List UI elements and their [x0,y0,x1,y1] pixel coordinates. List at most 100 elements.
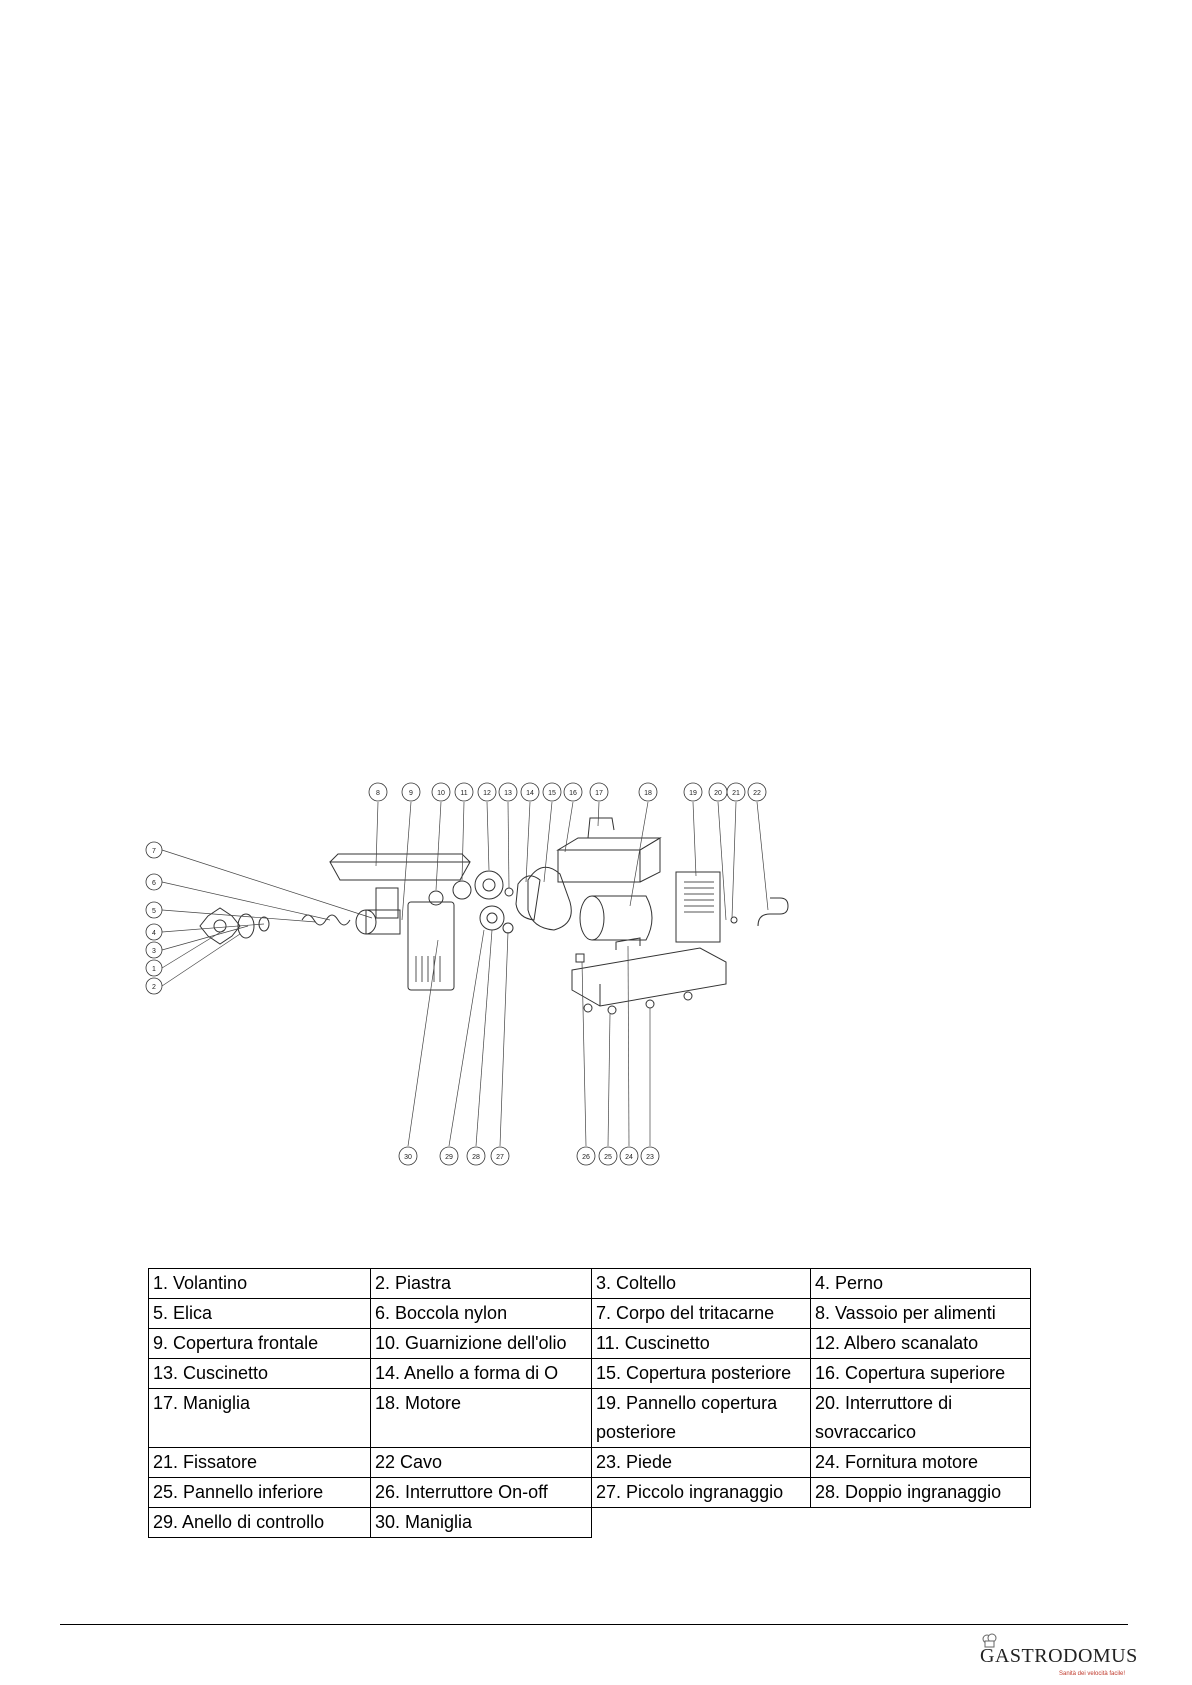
callout-label: 28 [472,1154,480,1161]
callout-circle [431,782,451,802]
callout-circle [598,1146,618,1166]
table-cell: 4. Perno [810,1268,1031,1299]
table-cell: 16. Copertura superiore [810,1358,1031,1389]
table-cell: 7. Corpo del tritacarne [591,1298,811,1329]
callout-circle [454,782,474,802]
meat-grinder-exploded-view: 8 9 10 11 12 13 14 15 16 17 18 19 20 21 … [145,782,789,1166]
table-cell: 1. Volantino [148,1268,371,1299]
table-cell: 10. Guarnizione dell'olio [370,1328,592,1359]
table-row: 17. Maniglia 18. Motore 19. Pannello cop… [148,1388,1031,1448]
callout-label: 14 [526,790,534,797]
callout-circle [747,782,767,802]
bottom-panel-shape [571,947,727,1007]
food-tray-shape [329,861,471,881]
callout-label: 10 [437,790,445,797]
callout-label: 27 [496,1154,504,1161]
callout-circle [145,977,163,995]
callout-circle [498,782,518,802]
callout-circle [145,923,163,941]
callout-circle [576,1146,596,1166]
table-cell: 6. Boccola nylon [370,1298,592,1329]
callout-label: 29 [445,1154,453,1161]
callout-label: 1 [152,966,156,973]
table-row: 21. Fissatore 22 Cavo 23. Piede 24. Forn… [148,1447,1031,1478]
callout-label: 21 [732,790,740,797]
callout-circle [145,873,163,891]
callout-label: 7 [152,848,156,855]
callout-circle [398,1146,418,1166]
table-cell: 26. Interruttore On-off [370,1477,592,1508]
handle-shape [587,817,615,839]
splined-shaft-gear-shape [474,870,504,900]
table-cell-empty [811,1508,1031,1538]
cable-shape [757,897,789,927]
callout-circle [640,1146,660,1166]
callout-circle [542,782,562,802]
callout-label: 3 [152,948,156,955]
callout-circle [401,782,421,802]
callout-circle [726,782,746,802]
brand-logo: GASTRODOMUS Sanità dei velocità facile! [975,1633,1137,1681]
table-row: 13. Cuscinetto 14. Anello a forma di O 1… [148,1358,1031,1389]
callout-circle [520,782,540,802]
callout-circle [490,1146,510,1166]
callout-circle [145,941,163,959]
knife-shape [258,916,270,932]
table-cell: 11. Cuscinetto [591,1328,811,1359]
table-cell: 18. Motore [370,1388,592,1448]
callout-label: 8 [376,790,380,797]
table-cell: 2. Piastra [370,1268,592,1299]
callout-label: 25 [604,1154,612,1161]
callout-label: 18 [644,790,652,797]
table-row: 29. Anello di controllo 30. Maniglia [148,1507,1031,1538]
table-cell: 24. Fornitura motore [810,1447,1031,1478]
callout-label: 4 [152,930,156,937]
table-cell: 20. Interruttore di sovraccarico [810,1388,1031,1448]
motor-shape [579,895,605,941]
callout-circle [145,959,163,977]
table-cell: 5. Elica [148,1298,371,1329]
front-cover-shape [407,901,455,991]
table-cell: 23. Piede [591,1447,811,1478]
table-row: 1. Volantino 2. Piastra 3. Coltello 4. P… [148,1268,1031,1299]
table-cell: 21. Fissatore [148,1447,371,1478]
callout-label: 15 [548,790,556,797]
callout-circle [368,782,388,802]
table-cell: 22 Cavo [370,1447,592,1478]
bearing-shape [452,880,472,900]
callout-label: 22 [753,790,761,797]
callout-label: 12 [483,790,491,797]
chef-hat-icon [982,1633,997,1648]
table-cell-empty [592,1508,811,1538]
table-cell: 15. Copertura posteriore [591,1358,811,1389]
callout-label: 19 [689,790,697,797]
callout-label: 2 [152,984,156,991]
callout-circle [619,1146,639,1166]
double-gear-shape [479,905,505,931]
table-cell: 9. Copertura frontale [148,1328,371,1359]
table-row: 5. Elica 6. Boccola nylon 7. Corpo del t… [148,1298,1031,1329]
table-cell: 12. Albero scanalato [810,1328,1031,1359]
callout-label: 24 [625,1154,633,1161]
table-cell: 19. Pannello copertura posteriore [591,1388,811,1448]
callout-circle [145,901,163,919]
table-cell: 8. Vassoio per alimenti [810,1298,1031,1329]
table-cell: 27. Piccolo ingranaggio [591,1477,811,1508]
callout-circle [439,1146,459,1166]
parts-legend-table: 1. Volantino 2. Piastra 3. Coltello 4. P… [148,1268,1031,1538]
table-cell: 29. Anello di controllo [148,1507,371,1538]
table-row: 25. Pannello inferiore 26. Interruttore … [148,1477,1031,1508]
callout-circle [145,841,163,859]
switch-shape [575,953,585,963]
table-cell: 13. Cuscinetto [148,1358,371,1389]
callout-label: 20 [714,790,722,797]
rear-panel-shape [675,871,721,943]
table-cell: 28. Doppio ingranaggio [810,1477,1031,1508]
callout-circle [466,1146,486,1166]
callout-circle [683,782,703,802]
callout-label: 13 [504,790,512,797]
callout-label: 5 [152,908,156,915]
oil-seal-shape [428,890,444,906]
callout-circle [563,782,583,802]
callout-label: 6 [152,880,156,887]
